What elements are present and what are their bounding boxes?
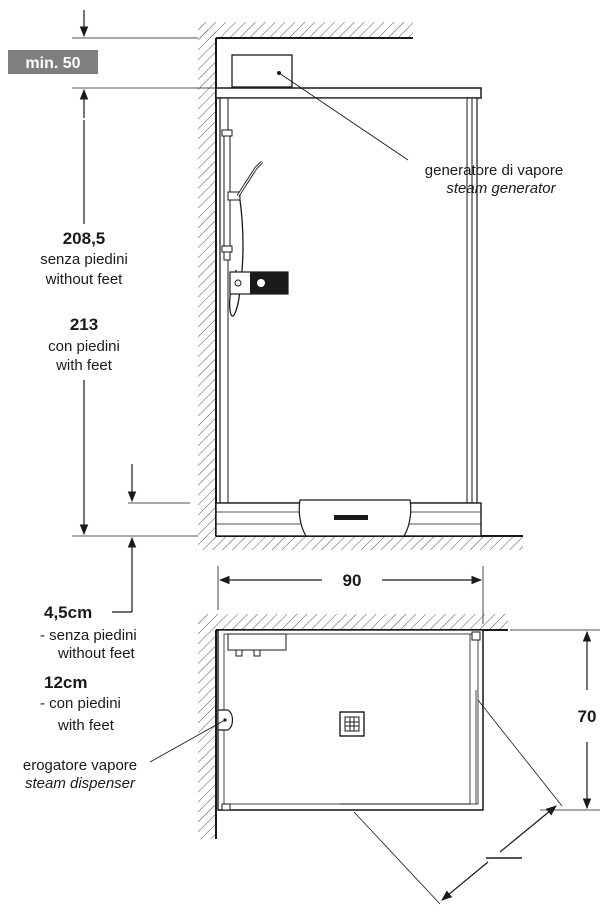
base-without-feet-en: without feet: [57, 645, 136, 662]
base-without-feet-it: - senza piedini: [40, 627, 137, 644]
height-without-feet-value: 208,5: [63, 229, 106, 248]
height-without-feet-it: senza piedini: [40, 251, 128, 268]
height-without-feet-en: without feet: [45, 271, 124, 288]
plan-back-wall-hatch: [216, 614, 508, 630]
left-wall-hatch: [198, 30, 216, 540]
plan-width-label: 90: [343, 571, 362, 590]
ceiling-hatch: [198, 22, 413, 38]
plan-view: 90 erogatore vapore stea: [23, 566, 600, 905]
floor-hatch: [198, 536, 523, 550]
cabin-top-rail: [215, 87, 482, 99]
generator-leader: [278, 72, 409, 161]
base-height-labels: 4,5cm - senza piedini without feet 12cm …: [40, 603, 137, 734]
min-clearance-label: min. 50: [25, 55, 80, 72]
elevation-view: min. 50 208,5 senza piedini without feet…: [8, 10, 563, 613]
shower-tray: [215, 499, 482, 537]
base-with-feet-en: with feet: [57, 717, 115, 734]
dispenser-leader: [149, 719, 226, 763]
height-with-feet-en: with feet: [55, 357, 113, 374]
height-with-feet-value: 213: [70, 315, 98, 334]
generator-label-en: steam generator: [446, 180, 556, 197]
control-panel-icon: [229, 271, 289, 295]
shower-rail-icon: [221, 129, 264, 317]
plan-depth-label: 70: [578, 707, 597, 726]
steam-generator-box: [231, 54, 293, 88]
plan-panel-icon: [227, 633, 287, 657]
plan-left-wall-hatch: [198, 614, 216, 839]
height-with-feet-it: con piedini: [48, 338, 120, 355]
base-with-feet-it: - con piedini: [40, 695, 121, 712]
drain-icon: [339, 711, 365, 737]
generator-label-it: generatore di vapore: [425, 162, 563, 179]
dispenser-label-it: erogatore vapore: [23, 757, 137, 774]
dispenser-label-en: steam dispenser: [25, 775, 136, 792]
base-with-feet-value: 12cm: [44, 673, 87, 692]
min-clearance-badge: [8, 50, 98, 74]
cabin-body: [219, 97, 478, 504]
base-without-feet-value: 4,5cm: [44, 603, 92, 622]
